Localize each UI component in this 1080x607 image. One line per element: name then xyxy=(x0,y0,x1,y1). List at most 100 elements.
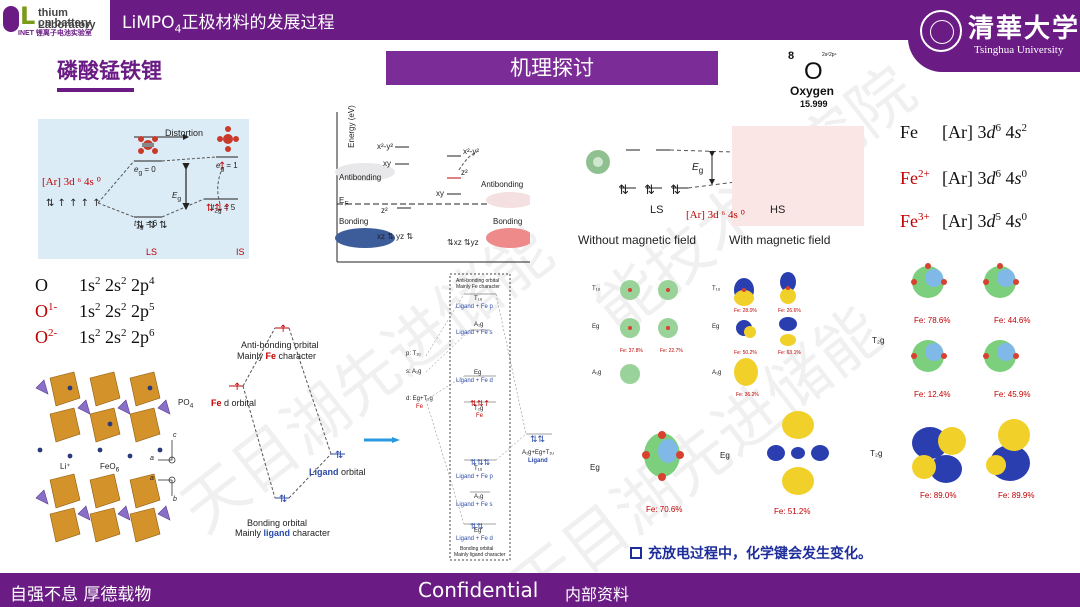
fe-s-exp: 2 xyxy=(1021,122,1028,134)
bonding-left: Bonding xyxy=(339,217,369,226)
t2g-pct-1: Fe: 78.6% xyxy=(914,316,951,325)
mo-bond-lig: ligand xyxy=(263,528,291,538)
lab-logo-line1: thium Laboratory xyxy=(38,7,96,31)
hs-eg-sub: g xyxy=(698,165,704,175)
eg-gap-sub: g xyxy=(177,195,182,203)
small-top1: Anti-bonding orbital xyxy=(456,278,500,284)
svg-text:⇅ ↑ ↑ ↑ ↑: ⇅ ↑ ↑ ↑ ↑ xyxy=(46,198,101,209)
footer-motto: 自强不息 厚德载物 xyxy=(10,585,152,605)
fe3-core: [Ar] 3 xyxy=(942,211,987,231)
oxygen-name: Oxygen xyxy=(790,84,835,98)
grid-a1g-b: A₁g xyxy=(712,370,722,376)
grid-pct-2: Fe: 22.7% xyxy=(660,348,683,354)
eg0-val: = 0 xyxy=(142,165,156,174)
mo-anti-a: Mainly xyxy=(237,351,266,361)
o2-2s: 2s xyxy=(105,327,122,347)
energy-axis-label: Energy (eV) xyxy=(346,105,356,148)
fe2-d: d xyxy=(986,168,996,188)
antibonding-right: Antibonding xyxy=(481,180,524,189)
grid-t2g: T₂g xyxy=(872,336,885,345)
eg0-sub: g xyxy=(138,169,143,177)
title-main: LiMPO xyxy=(122,13,175,33)
o1-1s-exp: 2 xyxy=(95,301,101,313)
o1-symbol: O xyxy=(35,301,48,321)
xz-a: xz xyxy=(377,232,385,241)
t2g-five-label: t2g = 5 xyxy=(212,203,235,215)
o1-2p-exp: 5 xyxy=(149,301,155,313)
small-lig-fe-s-top: Ligand + Fe s xyxy=(456,330,493,336)
t2g-orbital-panel: Fe: 78.6% Fe: 44.6% Fe: 12.4% Fe: 45.9% xyxy=(900,250,1050,402)
lab-logo-line2: on battery xyxy=(38,17,92,29)
o-label: O xyxy=(35,275,79,296)
o1-charge: 1- xyxy=(48,301,58,313)
eg1-e: e xyxy=(216,161,221,170)
grid-pct-4: Fe: 26.6% xyxy=(778,308,801,314)
svg-text:⇅⇅↑: ⇅⇅↑ xyxy=(206,203,231,214)
grid-pct-1: Fe: 37.8% xyxy=(620,348,643,354)
eg1-sub: g xyxy=(220,165,225,173)
o-2s: 2s xyxy=(105,275,122,295)
right-arrow-icon xyxy=(364,437,400,443)
bottom-eg-2: Eg xyxy=(720,451,730,460)
o1-config-row: O1-1s2 2s2 2p5 xyxy=(35,301,155,322)
small-t2g: T₂g xyxy=(474,406,484,412)
o2-label: O2- xyxy=(35,327,79,348)
small-lig-fe-d-top: Ligand + Fe d xyxy=(456,378,493,384)
x2y2-label-b: x²-y² xyxy=(463,147,479,156)
po4-sub: 4 xyxy=(189,402,194,410)
grid-eg-b: Eg xyxy=(712,324,720,330)
mo-ligand-word: Ligand xyxy=(309,467,339,477)
po4-text: PO xyxy=(178,398,190,407)
grid-pct-6: Fe: 63.1% xyxy=(778,350,801,356)
t2g-pct-3: Fe: 12.4% xyxy=(914,390,951,399)
bottom-eg-1: Eg xyxy=(590,463,600,472)
t2g5-val: = 5 xyxy=(221,203,236,212)
title-sub: 4 xyxy=(174,22,182,36)
x2y2-label-a: x²-y² xyxy=(377,142,393,151)
detailed-mo-diagram: ⇅⇅⇅⇅⇅⇅⇅⇅⇅↑ Anti-bonding orbital Mainly F… xyxy=(404,272,560,564)
xz-yz-right: ⇅xz ⇅yz xyxy=(447,238,479,247)
with-field-label: With magnetic field xyxy=(729,233,831,247)
mo-bond-a: Mainly xyxy=(235,528,264,538)
svg-text:⇅⇅: ⇅⇅ xyxy=(530,435,546,445)
fe-label: Fe xyxy=(900,122,942,143)
bottom-orbital-row: Eg Eg T₂g Fe: 70.6% Fe: 51.2% Fe: 89.0% … xyxy=(588,405,1048,517)
t2g5-sub: 2g xyxy=(214,207,222,215)
svg-text:⇅: ⇅ xyxy=(335,450,343,461)
conclusion-note: 充放电过程中，化学键会发生变化。 xyxy=(630,543,872,563)
o1-label: O1- xyxy=(35,301,79,322)
mo-fe-d-label: Fe d orbital xyxy=(211,398,256,408)
eg0-e: e xyxy=(134,165,139,174)
energy-level-diagram: Energy (eV) x²-y² x²-y² xy z² z² xy EF A… xyxy=(335,105,534,266)
eg-one-label: eg = 1 xyxy=(216,161,238,173)
o1-2s-exp: 2 xyxy=(121,301,127,313)
university-logo: 清華大学 Tsinghua University xyxy=(908,0,1080,72)
oxygen-number: 8 xyxy=(788,50,795,62)
mo-bond-b: character xyxy=(290,528,331,538)
small-lig-fe-p-bot: Ligand + Fe p xyxy=(456,474,493,480)
grid-pct-5: Fe: 50.2% xyxy=(734,350,757,356)
axis-a2-label: a xyxy=(150,475,154,482)
eg-gap-e: E xyxy=(172,191,178,200)
fe2-s-exp: 0 xyxy=(1021,168,1028,180)
header-bar: L thium Laboratory on battery INET 锂离子电池… xyxy=(0,0,1080,40)
o-2s-exp: 2 xyxy=(121,275,127,287)
small-a1g-top: A₁g xyxy=(474,322,484,328)
mo-fe-d-fe: Fe xyxy=(211,398,222,408)
hs-ls-label: LS xyxy=(650,204,664,216)
title-rest: 正极材料的发展过程 xyxy=(181,13,335,33)
grid-eg: Eg xyxy=(592,324,600,330)
po4-label: PO4 xyxy=(178,398,193,410)
o2-2p: 2p xyxy=(131,327,150,347)
eg-zero-label: eg = 0 xyxy=(134,165,156,177)
svg-text:⇅: ⇅ xyxy=(644,183,655,198)
fe-symbol: Fe xyxy=(900,122,918,142)
svg-text:⇅⇅⇅: ⇅⇅⇅ xyxy=(470,458,490,467)
fe3-s-pre: 4 xyxy=(1005,211,1015,231)
svg-text:⇅ ⇅ ⇅: ⇅ ⇅ ⇅ xyxy=(136,220,168,231)
o2-2s-exp: 2 xyxy=(121,327,127,339)
section-subtitle: 磷酸锰铁锂 xyxy=(57,59,162,83)
xy-label: xy xyxy=(383,159,391,168)
fe-core: [Ar] 3 xyxy=(942,122,987,142)
fe-s-pre: 4 xyxy=(1005,122,1015,142)
